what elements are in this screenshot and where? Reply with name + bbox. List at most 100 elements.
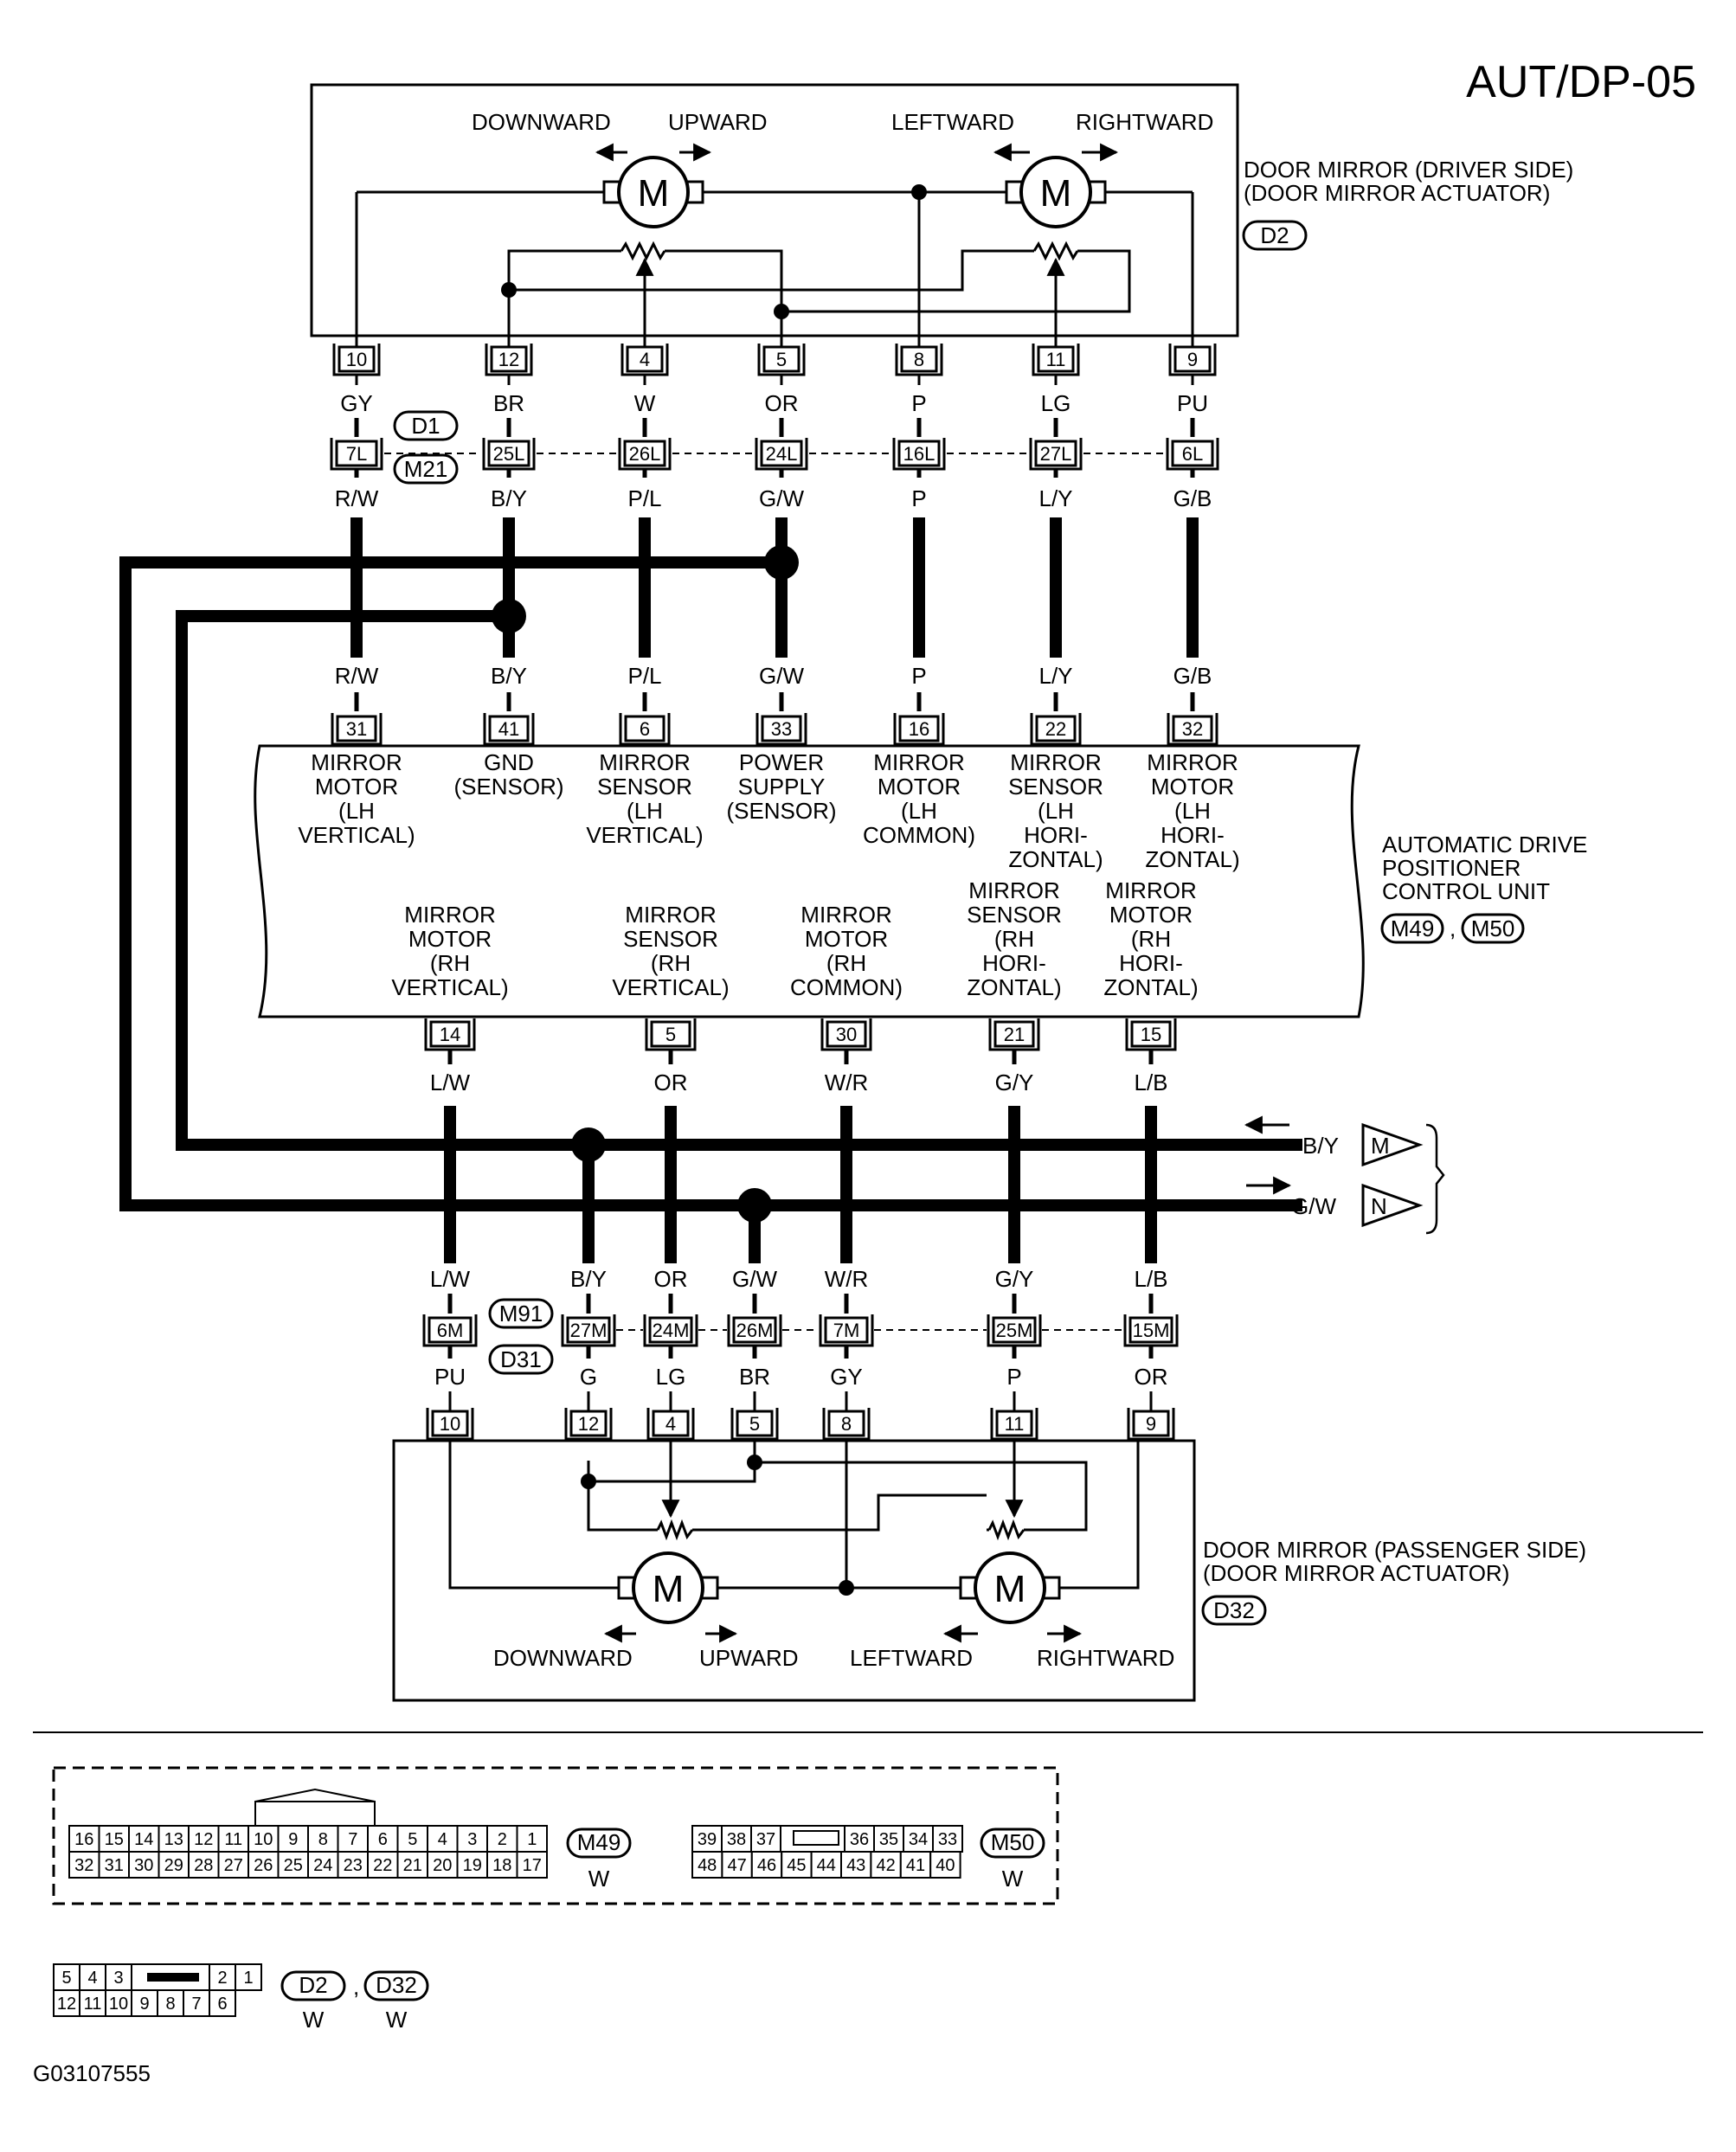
ecu-bottom-pin-label: HORI- [982,950,1046,976]
d2-tag: D2 [280,1970,346,2001]
bus-reference-gw: G/W N [1246,1176,1424,1228]
joint-lower-wire-color-above: B/Y [570,1266,607,1292]
driver-mirror-box [310,83,1239,337]
joint-lower-wire-color-below: BR [739,1364,770,1390]
ecu-bottom-wire-color: OR [654,1070,688,1095]
passenger-wire-columns: L/W6MPU10B/Y27MG12OR24MLG4G/W26MBR5W/R7M… [422,1266,1179,1441]
svg-text:M: M [638,172,670,215]
m50-pin: 35 [879,1830,898,1849]
svg-text:M21: M21 [404,456,448,482]
svg-text:G/W: G/W [1291,1193,1336,1219]
driver-wire-color: LG [1041,390,1071,416]
ecu-bottom-pin-label: MIRROR [1105,877,1196,903]
svg-text:M50: M50 [991,1829,1035,1855]
ecu-top-wire-color: P [911,663,926,689]
svg-text:4: 4 [665,1413,676,1435]
d2-pin: 8 [165,1995,175,2014]
ecu-pin-21: 21 [988,1018,1040,1051]
svg-text:D32: D32 [1213,1597,1255,1623]
ecu-top-pin-label: (LH [1174,798,1211,824]
ecu-bottom-wire-color: L/W [430,1070,471,1095]
ecu-pin-31: 31 [331,713,383,746]
joint-upper-pin-24L: 24L [755,438,808,471]
joint-lower-wire-color-above: W/R [825,1266,869,1292]
svg-text:D2: D2 [1260,222,1289,248]
m50-pin: 40 [936,1856,955,1875]
svg-text:D32: D32 [376,1972,417,1998]
ecu-top-pin-label: (SENSOR) [726,798,836,824]
ecu-bottom-pin-label: (RH [826,950,866,976]
passenger-dir-rightward: RIGHTWARD [1037,1645,1174,1671]
m49-pin: 15 [105,1830,124,1849]
d2-pin: 9 [139,1995,149,2014]
d2-pin: 1 [243,1969,253,1988]
driver-motor-horizontal: M [1005,156,1107,228]
m49-pin: 4 [438,1830,447,1849]
ecu-bottom-pin-label: (RH [994,926,1034,952]
driver-wire-color: BR [493,390,524,416]
d2-pin: 5 [61,1969,71,1988]
svg-text:26M: 26M [736,1320,774,1341]
ecu-top-pin-label: HORI- [1161,822,1225,848]
ecu-bottom-pin-label: SENSOR [623,926,718,952]
driver-pin-9: 9 [1168,344,1217,376]
svg-text:M50: M50 [1471,915,1515,941]
svg-text:4: 4 [640,349,650,370]
ecu-top-pin-label: (LH [338,798,375,824]
joint-lower-wire-color-below: GY [830,1364,863,1390]
m50-pin: 48 [698,1856,717,1875]
svg-text:10: 10 [440,1413,460,1435]
svg-text:6M: 6M [437,1320,464,1341]
ecu-bottom-pin-label: MOTOR [1109,902,1193,928]
ecu-top-pin-label: SENSOR [1008,774,1103,800]
svg-text:D31: D31 [500,1346,542,1372]
control-unit-body [254,744,1365,1018]
joint-lower-pin-26M: 26M [727,1314,782,1347]
ecu-top-pin-label: (LH [627,798,663,824]
ecu-bottom-pin-label: (RH [651,950,691,976]
svg-text:15M: 15M [1133,1320,1170,1341]
ecu-top-pin-label: ZONTAL) [1008,846,1103,872]
ecu-pin-32: 32 [1167,713,1218,746]
ecu-pin-16: 16 [893,713,945,746]
ecu-bottom-pin-label: HORI- [1119,950,1183,976]
m49-pin: 32 [74,1856,93,1875]
joint-lower-pin-7M: 7M [819,1314,874,1347]
passenger-pin-8: 8 [822,1408,871,1441]
m50-pin: 36 [850,1830,869,1849]
svg-text:25L: 25L [493,443,525,465]
ecu-top-pin-label: SENSOR [597,774,692,800]
ecu-bottom-pin-label: MOTOR [805,926,888,952]
harness-lower [372,1106,1302,1263]
ecu-top-pin-label: POWER [739,749,824,775]
d32-tag: D32 [363,1970,429,2001]
svg-text:22: 22 [1045,718,1066,740]
ecu-top-pin-label: HORI- [1024,822,1088,848]
svg-text:9: 9 [1146,1413,1156,1435]
ecu-bottom-pin-label: MOTOR [408,926,492,952]
passenger-mirror-box [392,1439,1196,1702]
control-unit-name-1: AUTOMATIC DRIVE [1382,832,1587,858]
joint-upper-wire-color: G/B [1173,485,1212,511]
m49-pin: 21 [403,1856,422,1875]
joint-upper-pin-16L: 16L [892,438,946,471]
bus-brace [1425,1123,1445,1235]
joint-lower-wire-color-above: L/B [1134,1266,1167,1292]
driver-pin-4: 4 [620,344,669,376]
joint-lower-wire-color-below: P [1006,1364,1021,1390]
ecu-bottom-pin-label: VERTICAL) [391,974,508,1000]
passenger-dir-downward: DOWNWARD [493,1645,633,1671]
ecu-top-pin-label: (LH [1038,798,1074,824]
m49-pin: 18 [492,1856,511,1875]
joint-lower-wire-color-below: PU [434,1364,466,1390]
svg-text:7M: 7M [833,1320,860,1341]
m50-pin: 47 [727,1856,746,1875]
m50-pin: 39 [698,1830,717,1849]
passenger-pin-5: 5 [730,1408,779,1441]
driver-wire-color: PU [1177,390,1208,416]
m50-pin: 43 [846,1856,865,1875]
driver-pin-8: 8 [895,344,943,376]
passenger-motor-vertical: M [617,1551,719,1624]
